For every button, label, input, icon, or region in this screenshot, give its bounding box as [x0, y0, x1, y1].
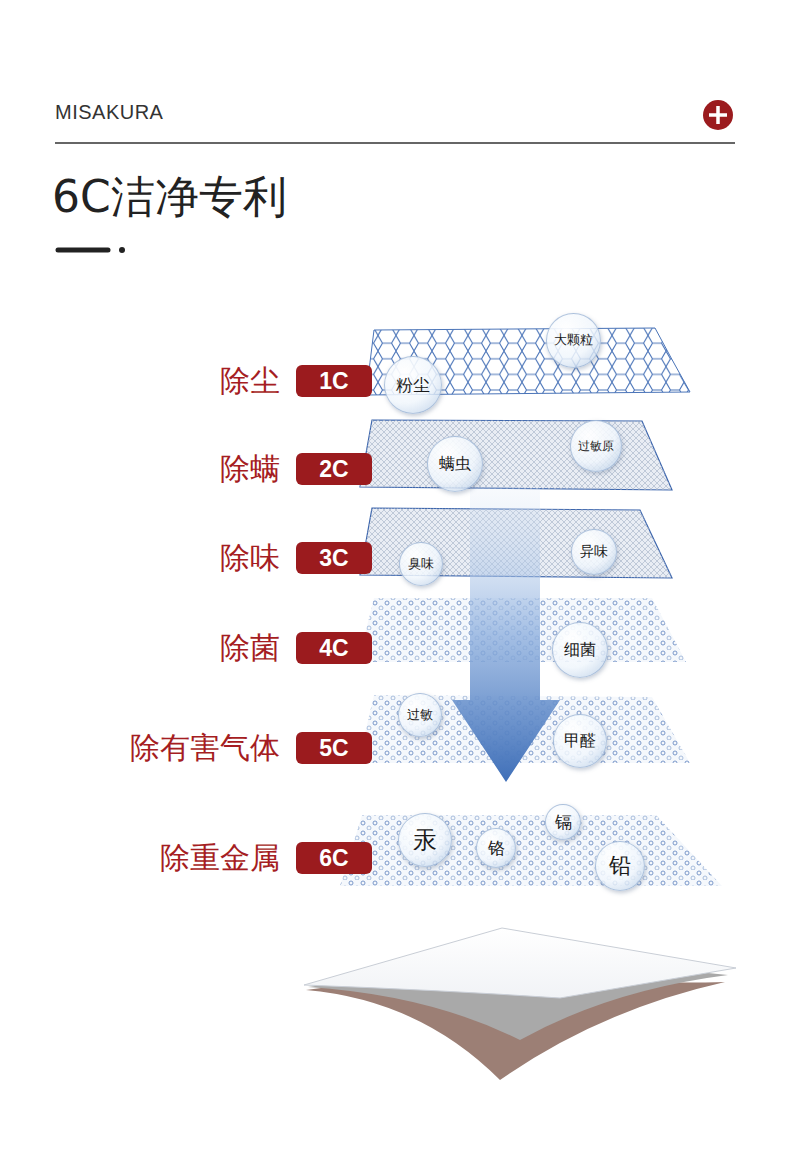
particle-name: 过敏原: [578, 438, 614, 455]
particle-bubble: 铅: [595, 841, 645, 891]
particle-name: 细菌: [564, 640, 596, 661]
page-title: 6C洁净专利: [52, 168, 287, 227]
brand-name: MISAKURA: [55, 101, 163, 124]
particle-name: 异味: [580, 543, 608, 561]
particle-bubble: 镉: [545, 804, 581, 840]
particle-name: 粉尘: [396, 374, 430, 397]
particle-bubble: 铬: [476, 828, 516, 868]
stage-badge: 除重金属 6C: [0, 840, 372, 876]
particle-bubble: 汞: [398, 813, 452, 867]
stage-badge: 除菌 4C: [0, 630, 372, 666]
stage-code: 4C: [296, 632, 372, 664]
particle-bubble: 臭味: [399, 542, 443, 586]
particle-name: 螨虫: [439, 454, 471, 475]
particle-bubble: 甲醛: [553, 714, 607, 768]
layer-6: [340, 815, 722, 886]
stage-badge: 除尘 1C: [0, 363, 372, 399]
stage-code: 5C: [296, 732, 372, 764]
particle-name: 铬: [488, 837, 505, 860]
particle-bubble: 螨虫: [427, 436, 483, 492]
particle-name: 大颗粒: [554, 331, 593, 349]
particle-bubble: 异味: [571, 529, 617, 575]
particle-name: 汞: [413, 824, 437, 856]
stage-code: 1C: [296, 365, 372, 397]
stage-badge: 除有害气体 5C: [0, 730, 372, 766]
stage-label: 除菌: [220, 630, 280, 666]
stage-code: 6C: [296, 842, 372, 874]
layer-2: [360, 420, 672, 490]
particle-bubble: 粉尘: [384, 356, 442, 414]
flow-arrow: [452, 488, 560, 782]
stage-badge: 除味 3C: [0, 540, 372, 576]
particle-bubble: 大颗粒: [546, 313, 601, 368]
title-dot: [119, 247, 125, 253]
header-rule: [55, 142, 735, 144]
layer-6-dots: [340, 815, 722, 886]
fabric-base: [304, 928, 736, 1080]
particle-name: 臭味: [408, 555, 434, 573]
particle-bubble: 细菌: [552, 622, 608, 678]
title-dash: [58, 248, 108, 253]
particle-name: 甲醛: [564, 731, 596, 752]
fabric-top: [304, 928, 736, 998]
stage-label: 除螨: [220, 451, 280, 487]
filter-layers: [340, 328, 722, 886]
stage-label: 除味: [220, 540, 280, 576]
stage-label: 除重金属: [160, 840, 280, 876]
stage-code: 3C: [296, 542, 372, 574]
plus-icon: [703, 100, 733, 130]
stage-label: 除有害气体: [130, 730, 280, 766]
particle-bubble: 过敏原: [570, 420, 622, 472]
particle-name: 镉: [555, 811, 572, 834]
layer-2-mesh: [360, 420, 672, 490]
stage-label: 除尘: [220, 363, 280, 399]
stage-badge: 除螨 2C: [0, 451, 372, 487]
stage-code: 2C: [296, 453, 372, 485]
particle-name: 过敏: [407, 706, 433, 724]
particle-bubble: 过敏: [398, 693, 442, 737]
plus-mark: [709, 106, 727, 124]
particle-name: 铅: [609, 851, 631, 881]
